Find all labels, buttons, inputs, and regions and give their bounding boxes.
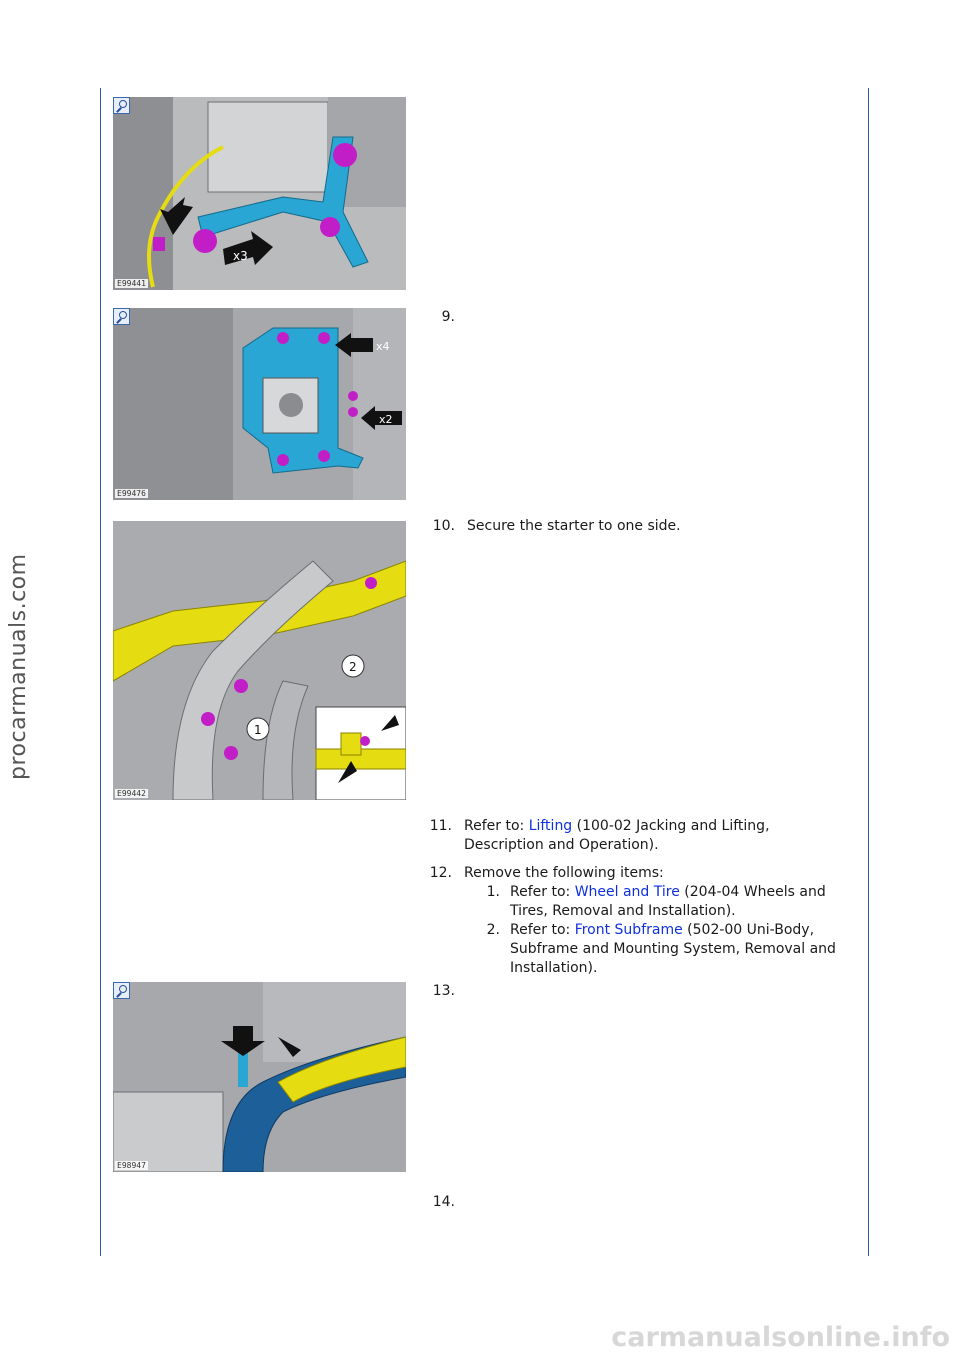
step-text: Secure the starter to one side. xyxy=(467,518,681,534)
step-number: 11. xyxy=(429,818,452,834)
zoom-icon[interactable] xyxy=(113,97,130,114)
engine-illustration: x4 x2 xyxy=(113,308,406,500)
left-margin-rule xyxy=(100,88,101,1256)
refer-to-label: Refer to: xyxy=(510,922,575,938)
footer-brand-watermark: carmanualsonline.info xyxy=(611,1322,950,1353)
figure-code: E99442 xyxy=(115,789,148,798)
refer-to-label: Refer to: xyxy=(510,884,575,900)
figure-code: E99441 xyxy=(115,279,148,288)
reference-detail: (100-02 Jacking and Lifting, Description… xyxy=(464,818,770,853)
figure-E98947[interactable]: E98947 xyxy=(113,982,406,1172)
right-margin-rule xyxy=(868,88,869,1256)
step-number: 14. xyxy=(432,1194,455,1210)
callout-x2: x2 xyxy=(379,413,393,426)
item-text: Refer to: Wheel and Tire (204-04 Wheels … xyxy=(510,883,855,921)
callout-x4: x4 xyxy=(376,340,390,353)
engine-illustration: x3 xyxy=(113,97,406,290)
zoom-icon[interactable] xyxy=(113,308,130,325)
link-front-subframe[interactable]: Front Subframe xyxy=(574,922,683,938)
step-number: 9. xyxy=(441,309,455,325)
step-number: 13. xyxy=(432,983,455,999)
step-number: 10. xyxy=(432,518,455,534)
item-number: 1. xyxy=(486,884,500,900)
link-wheel-and-tire[interactable]: Wheel and Tire xyxy=(574,884,680,900)
zoom-icon[interactable] xyxy=(113,982,130,999)
figure-code: E99476 xyxy=(115,489,148,498)
refer-to-label: Refer to: xyxy=(464,818,529,834)
item-number: 2. xyxy=(486,922,500,938)
reference-detail: (502-00 Uni-Body, Subframe and Mounting … xyxy=(510,922,836,976)
callout-1: 1 xyxy=(254,723,262,737)
step-text: Remove the following items: xyxy=(464,865,664,881)
step-number: 12. xyxy=(429,865,452,881)
figure-code: E98947 xyxy=(115,1161,148,1170)
watermark: procarmanuals.com xyxy=(6,553,31,780)
figure-E99441[interactable]: x3 E99441 xyxy=(113,97,406,290)
figure-E99476[interactable]: x4 x2 E99476 xyxy=(113,308,406,500)
reference-detail: (204-04 Wheels and Tires, Removal and In… xyxy=(510,884,826,919)
figure-E99442[interactable]: 2 1 E99442 xyxy=(113,521,406,800)
item-text: Refer to: Front Subframe (502-00 Uni-Bod… xyxy=(510,921,855,978)
callout-x3: x3 xyxy=(233,249,248,263)
callout-2: 2 xyxy=(349,660,357,674)
link-lifting[interactable]: Lifting xyxy=(528,818,573,834)
step-text: Refer to: Lifting (100-02 Jacking and Li… xyxy=(464,817,824,855)
engine-illustration xyxy=(113,982,406,1172)
engine-illustration: 2 1 xyxy=(113,521,406,800)
